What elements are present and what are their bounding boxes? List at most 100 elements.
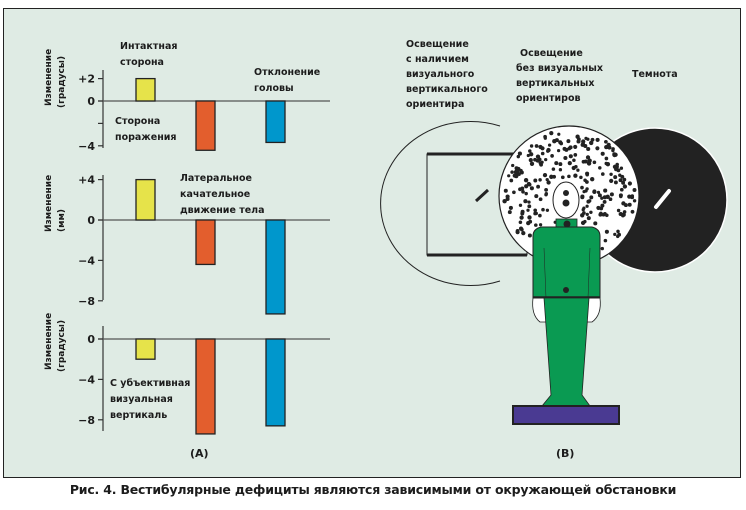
disk-dot — [567, 160, 572, 166]
disk-dot — [586, 216, 591, 221]
disk-dot — [523, 178, 529, 183]
disk-dot — [543, 136, 547, 140]
disk-dot — [601, 172, 605, 176]
disk-dot — [546, 180, 551, 185]
bar-1-3 — [265, 100, 286, 144]
disk-dot — [627, 181, 632, 186]
ylabel-1-line1: Изменение — [44, 49, 54, 106]
disk-dot — [526, 181, 531, 186]
disk-dot — [576, 168, 580, 172]
disk-dot — [609, 178, 614, 183]
y-tick-label: −8 — [78, 414, 95, 427]
bar-chart-2: +40−4−8 — [78, 174, 330, 315]
disk-dot — [524, 191, 528, 196]
disk-dot — [585, 212, 589, 217]
label-intact-side-1: Интактная — [120, 41, 177, 52]
disk-dot — [586, 146, 591, 152]
reference-bar-icon — [474, 188, 490, 203]
condition-1-line4: вертикального — [406, 84, 488, 95]
disk-dot — [550, 154, 554, 158]
disk-dot — [589, 210, 593, 215]
disk-dot — [583, 178, 587, 183]
disk-dot — [603, 188, 608, 193]
disk-dot — [545, 177, 549, 182]
disk-dot — [621, 201, 626, 206]
bar-1-1 — [135, 77, 156, 102]
y-tick-label: +4 — [78, 174, 95, 187]
disk-dot — [529, 161, 535, 166]
disk-dot — [563, 155, 568, 161]
disk-dot — [581, 159, 586, 164]
title-head-tilt-1: Отклонение — [254, 67, 320, 78]
disk-dot — [627, 202, 632, 207]
disk-dot — [513, 169, 519, 175]
disk-dot — [562, 146, 567, 151]
disk-dot — [583, 219, 587, 224]
disk-dot — [612, 152, 617, 157]
disk-dot — [519, 215, 524, 220]
y-tick-label: 0 — [87, 95, 95, 108]
disk-dot — [621, 180, 626, 185]
disk-dot — [616, 229, 620, 234]
disk-dot — [600, 246, 604, 251]
disk-dot — [507, 210, 512, 215]
disk-dot — [604, 139, 608, 144]
title-svv-2: визуальная — [110, 394, 173, 405]
disk-dot — [592, 160, 597, 165]
condition-2-line2: без визуальных — [516, 63, 603, 74]
disk-dot — [557, 132, 561, 136]
disk-dot — [619, 187, 624, 192]
disk-dot — [523, 199, 528, 204]
disk-dot — [580, 142, 585, 147]
disk-dot — [571, 165, 576, 171]
disk-dot — [613, 232, 617, 237]
disk-dot — [533, 208, 538, 213]
disk-dot — [538, 144, 543, 150]
disk-dot — [595, 137, 600, 142]
disk-dot — [545, 208, 550, 212]
disk-dot — [585, 204, 589, 208]
disk-dot — [573, 173, 578, 178]
disk-dot — [540, 151, 545, 156]
disk-dot — [534, 211, 538, 216]
disk-dot — [537, 157, 542, 162]
disk-dot — [521, 189, 525, 194]
disk-dot — [586, 137, 590, 141]
disk-dot — [576, 139, 581, 144]
disk-dot — [519, 168, 523, 173]
disk-dot — [618, 178, 623, 183]
bar-3-3 — [265, 338, 286, 427]
disk-dot — [526, 208, 530, 212]
disk-dot — [515, 230, 520, 235]
diagram-panel-b: Освещение с наличием визуального вертика… — [380, 39, 728, 425]
disk-dot — [549, 174, 554, 179]
disk-dot — [614, 167, 619, 172]
disk-dot — [521, 230, 526, 236]
disk-dot — [558, 162, 563, 167]
disk-dot — [596, 205, 601, 210]
disk-dot — [533, 157, 537, 162]
disk-dot — [616, 208, 621, 213]
disk-dot — [558, 140, 563, 145]
disk-dot — [580, 195, 585, 200]
disk-dot — [604, 161, 608, 166]
disk-dot — [554, 138, 559, 143]
y-tick-label: −8 — [78, 295, 95, 308]
ylabel-3-line1: Изменение — [44, 313, 54, 370]
disk-dot — [581, 208, 585, 212]
disk-dot — [611, 147, 615, 151]
disk-dot — [510, 170, 514, 174]
disk-dot — [551, 167, 556, 171]
disk-dot — [527, 215, 532, 220]
disk-dot — [589, 195, 594, 200]
disk-dot — [520, 211, 525, 216]
disk-dot — [547, 143, 552, 147]
disk-dot — [534, 194, 539, 199]
disk-dot — [632, 199, 637, 203]
disk-dot — [556, 148, 561, 153]
bar-2-3 — [265, 219, 286, 315]
disk-dot — [567, 146, 572, 151]
disk-dot — [560, 175, 565, 180]
disk-dot — [517, 151, 522, 156]
disk-dot — [527, 204, 532, 209]
